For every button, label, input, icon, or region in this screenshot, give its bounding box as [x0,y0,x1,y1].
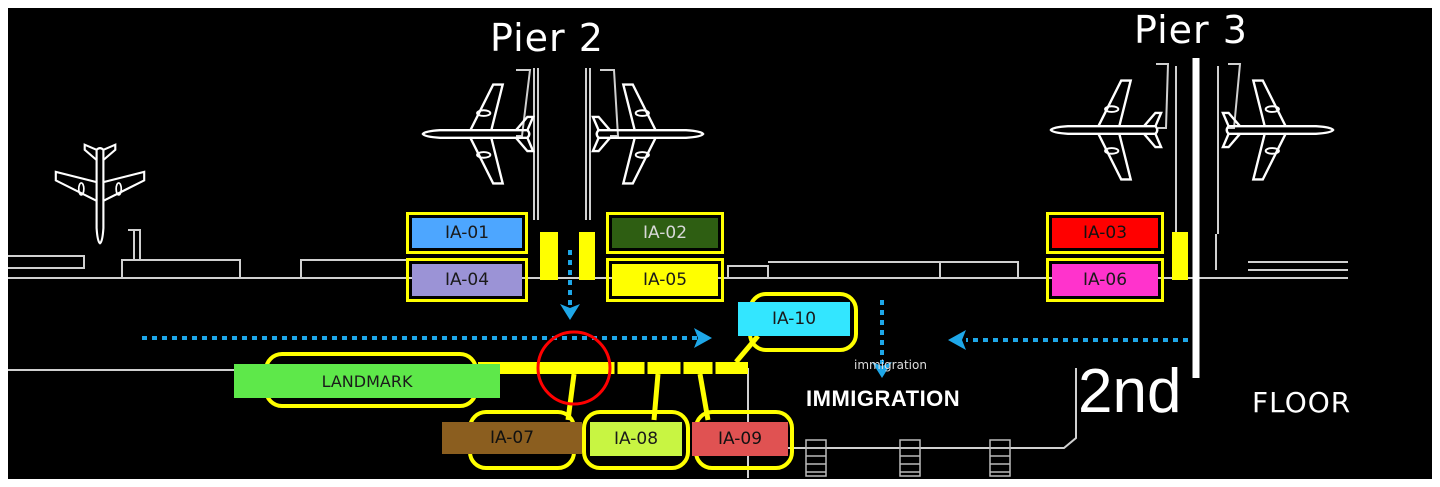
area-swatch [692,422,788,456]
area-swatch [1052,264,1158,296]
arrow-heads [560,304,966,378]
area-label: IA-08 [613,429,659,449]
floor-number: 2nd [1078,357,1182,426]
area-label: IA-03 [1082,223,1128,243]
area-swatch [738,302,850,336]
route-arrows [142,250,1188,364]
area-IA-07[interactable]: IA-07 [442,422,582,454]
area-swatch [612,264,718,296]
area-swatch [412,218,522,248]
pier-2-label: Pier 2 [490,16,604,60]
area-swatch [1052,218,1158,248]
area-IA-10[interactable]: IA-10 [738,302,850,336]
area-label: IA-09 [717,429,763,449]
landmark-label: LANDMARK [321,371,413,391]
area-swatch [590,422,682,456]
immigration-label: IMMIGRATION [806,386,961,411]
area-label: IA-05 [642,270,688,290]
area-IA-06[interactable]: IA-06 [1046,258,1164,302]
map-drawing [8,58,1348,478]
terminal-floor-map: Pier 2 Pier 3 2nd FLOOR IMMIGRATION immi… [8,8,1432,479]
airplane-icon [54,143,146,245]
floor-label: FLOOR [1252,386,1352,419]
area-label: IA-02 [642,223,688,243]
area-IA-02[interactable]: IA-02 [606,212,724,254]
area-label: IA-01 [444,223,490,243]
immigration-small-label: immigration [854,358,927,372]
area-swatch [412,264,522,296]
area-label: IA-04 [444,270,490,290]
area-swatch [612,218,718,248]
stairs [805,439,1011,477]
airplane-icon [421,83,535,185]
area-IA-01[interactable]: IA-01 [406,212,528,254]
area-IA-09[interactable]: IA-09 [692,422,788,456]
area-swatch [234,364,500,398]
area-IA-08[interactable]: IA-08 [590,422,682,456]
airplane-icon [1221,79,1335,181]
area-IA-05[interactable]: IA-05 [606,258,724,302]
area-label: IA-06 [1082,270,1128,290]
yellow-connectors [540,232,1188,280]
area-label: IA-10 [771,309,817,329]
location-marker-circle [536,330,612,406]
airplane-icon [591,83,705,185]
area-label: IA-07 [489,428,535,448]
corridor [478,334,760,421]
area-IA-03[interactable]: IA-03 [1046,212,1164,254]
pier-3-label: Pier 3 [1134,8,1248,52]
airplane-icon [1049,79,1163,181]
area-IA-04[interactable]: IA-04 [406,258,528,302]
landmark-area[interactable]: LANDMARK [234,364,500,398]
area-swatch [442,422,582,454]
